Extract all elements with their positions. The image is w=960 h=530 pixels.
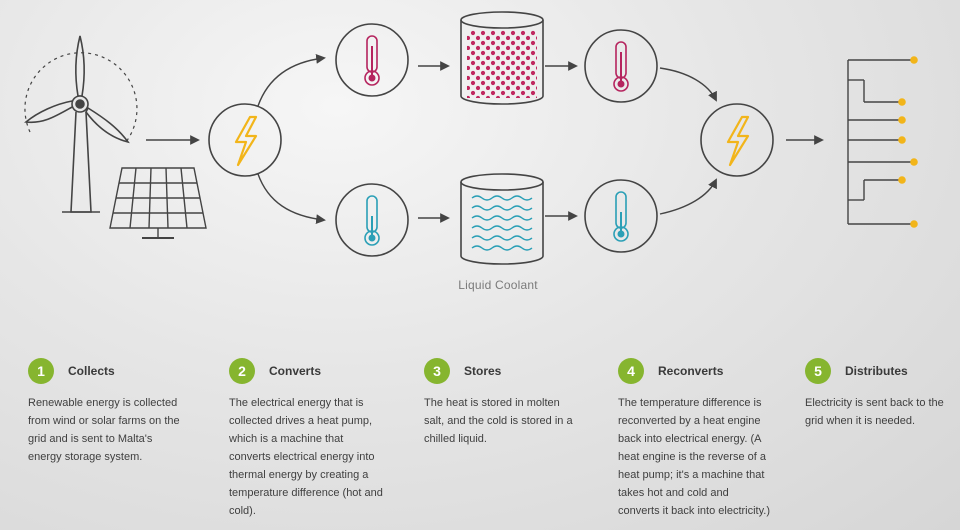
step-title: Distributes <box>845 364 908 378</box>
arrow-to-cold <box>257 173 326 224</box>
step-description: The temperature difference is reconverte… <box>618 397 771 517</box>
heat-engine-converter <box>700 103 774 177</box>
step-header: 5 Distributes <box>805 356 945 386</box>
step-description: The electrical energy that is collected … <box>229 397 383 517</box>
process-steps: 1 Collects Renewable energy is collected… <box>0 356 960 530</box>
coolant-label: Liquid Coolant <box>458 278 538 292</box>
arrow-hot-to-engine <box>659 67 717 102</box>
wind-turbine-icon <box>24 35 138 213</box>
solar-panel-icon <box>109 167 207 239</box>
step-title: Stores <box>464 364 502 378</box>
molten-salt-tank-icon <box>460 11 544 105</box>
step-number-badge: 2 <box>229 358 255 384</box>
step-header: 4 Reconverts <box>618 356 770 386</box>
lightning-bolt-icon <box>726 115 750 167</box>
heat-pump-converter <box>208 103 282 177</box>
thermometer-cold-icon <box>584 179 658 253</box>
power-grid-icon <box>847 56 918 228</box>
step-title: Converts <box>269 364 322 378</box>
step-number-badge: 1 <box>28 358 54 384</box>
step-number-badge: 5 <box>805 358 831 384</box>
thermometer-hot-icon <box>584 29 658 103</box>
step-title: Collects <box>68 364 115 378</box>
step-header: 1 Collects <box>28 356 188 386</box>
step-description: The heat is stored in molten salt, and t… <box>424 397 573 445</box>
step-header: 2 Converts <box>229 356 385 386</box>
step-stores: 3 Stores The heat is stored in molten sa… <box>424 356 580 448</box>
step-number-badge: 4 <box>618 358 644 384</box>
step-description: Renewable energy is collected from wind … <box>28 397 180 463</box>
step-description: Electricity is sent back to the grid whe… <box>805 397 944 427</box>
step-collects: 1 Collects Renewable energy is collected… <box>28 356 188 466</box>
arrow-to-hot <box>257 54 326 107</box>
step-title: Reconverts <box>658 364 724 378</box>
step-converts: 2 Converts The electrical energy that is… <box>229 356 385 520</box>
step-distributes: 5 Distributes Electricity is sent back t… <box>805 356 945 430</box>
coolant-tank-icon <box>460 173 544 265</box>
step-number-badge: 3 <box>424 358 450 384</box>
thermometer-hot-icon <box>335 23 409 97</box>
arrow-cold-to-engine <box>659 178 717 215</box>
step-reconverts: 4 Reconverts The temperature difference … <box>618 356 770 520</box>
thermometer-cold-icon <box>335 183 409 257</box>
step-header: 3 Stores <box>424 356 580 386</box>
lightning-bolt-icon <box>234 115 258 167</box>
